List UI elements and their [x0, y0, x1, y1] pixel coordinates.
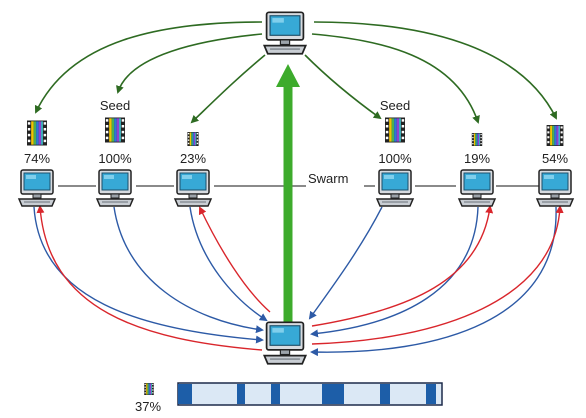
peer-node-1: 74% — [18, 120, 56, 207]
tracker-arrow-peer-1 — [34, 21, 263, 114]
download-arrow-peer-3 — [189, 206, 268, 322]
peers-group: 74% Seed 100% 23% Seed 100% 19% 54% — [18, 98, 574, 207]
tracker-computer-icon — [263, 11, 307, 55]
peer-node-3: 23% — [174, 132, 212, 207]
peer-3-file-icon — [187, 132, 199, 146]
peer-2-seed-label: Seed — [100, 98, 130, 113]
client-computer-icon — [263, 321, 307, 365]
upload-arrow-peer-5 — [311, 205, 494, 327]
peer-1-file-icon — [27, 120, 47, 146]
peer-4-percent-label: 100% — [378, 151, 412, 166]
tracker-arrow-peer-4 — [304, 54, 382, 120]
peer-3-computer-icon — [174, 169, 212, 207]
peer-4-seed-label: Seed — [380, 98, 410, 113]
peer-6-computer-icon — [536, 169, 574, 207]
download-arrow-peer-4 — [308, 206, 383, 320]
peer-node-6: 54% — [536, 125, 574, 207]
progress-piece-1 — [178, 384, 192, 404]
download-arrow-peer-5 — [310, 206, 479, 338]
progress-piece-4 — [322, 384, 344, 404]
peer-node-2: Seed 100% — [96, 98, 134, 207]
peer-5-percent-label: 19% — [464, 151, 490, 166]
upload-arrow-peer-6 — [311, 205, 564, 345]
peer-3-percent-label: 23% — [180, 151, 206, 166]
peer-5-computer-icon — [458, 169, 496, 207]
download-arrow-peer-6 — [310, 206, 557, 357]
progress-piece-3 — [271, 384, 280, 404]
tracker-arrow-peer-5 — [311, 33, 480, 124]
peer-node-5: 19% — [458, 133, 496, 207]
upload-arrow-peer-3 — [198, 206, 271, 313]
client-progress-label: 37% — [135, 399, 161, 414]
client-file-icon — [144, 383, 154, 395]
tracker-arrow-peer-3 — [190, 54, 266, 124]
upload-arrow-peer-1 — [36, 205, 263, 351]
peer-1-computer-icon — [18, 169, 56, 207]
tracker-arrow-peer-2 — [116, 33, 263, 94]
progress-piece-5 — [380, 384, 390, 404]
download-arrow-peer-1 — [33, 206, 264, 344]
tracker-arrow-peer-6 — [313, 21, 557, 120]
download-arrow-peer-2 — [113, 206, 264, 334]
peer-6-file-icon — [546, 125, 564, 146]
progress-piece-2 — [237, 384, 245, 404]
peer-2-computer-icon — [96, 169, 134, 207]
progress-bar-track — [177, 382, 443, 406]
peer-4-computer-icon — [376, 169, 414, 207]
peer-6-percent-label: 54% — [542, 151, 568, 166]
progress-pieces — [178, 384, 436, 404]
client-to-tracker-arrowhead — [276, 64, 300, 87]
swarm-label: Swarm — [308, 171, 348, 186]
peer-4-file-icon — [385, 117, 405, 143]
peer-5-file-icon — [471, 133, 483, 146]
peer-node-4: Seed 100% — [376, 98, 414, 207]
peer-1-percent-label: 74% — [24, 151, 50, 166]
peer-2-percent-label: 100% — [98, 151, 132, 166]
peer-2-file-icon — [105, 117, 125, 143]
progress-piece-6 — [426, 384, 436, 404]
